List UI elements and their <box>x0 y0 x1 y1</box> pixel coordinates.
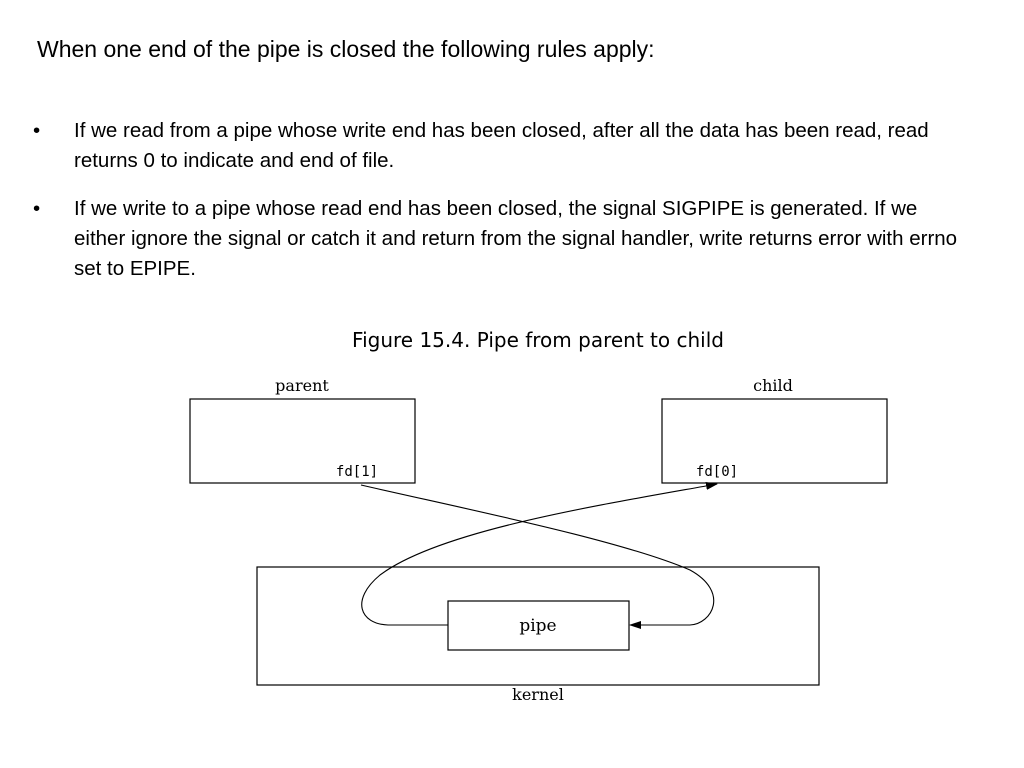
rule-write-closed-read: • If we write to a pipe whose read end h… <box>33 194 973 284</box>
write-path-arrow <box>360 484 715 629</box>
parent-box <box>189 398 416 484</box>
bullet-marker: • <box>33 197 41 220</box>
rule-text: If we read from a pipe whose write end h… <box>74 119 929 172</box>
pipe-label: pipe <box>519 616 556 636</box>
bullet-marker: • <box>33 119 41 142</box>
read-path-arrow <box>361 482 718 626</box>
parent-fd-label: fd[1] <box>336 464 378 480</box>
kernel-label: kernel <box>512 685 564 704</box>
rule-read-closed-write: • If we read from a pipe whose write end… <box>33 116 973 176</box>
figure-caption: Figure 15.4. Pipe from parent to child <box>352 328 724 352</box>
child-box <box>661 398 888 484</box>
child-label: child <box>753 376 793 395</box>
rule-text: If we write to a pipe whose read end has… <box>74 197 958 280</box>
parent-label: parent <box>275 376 329 395</box>
slide-heading: When one end of the pipe is closed the f… <box>37 36 655 62</box>
kernel-box <box>256 566 820 686</box>
child-fd-label: fd[0] <box>696 464 738 480</box>
rules-list: • If we read from a pipe whose write end… <box>33 116 973 284</box>
